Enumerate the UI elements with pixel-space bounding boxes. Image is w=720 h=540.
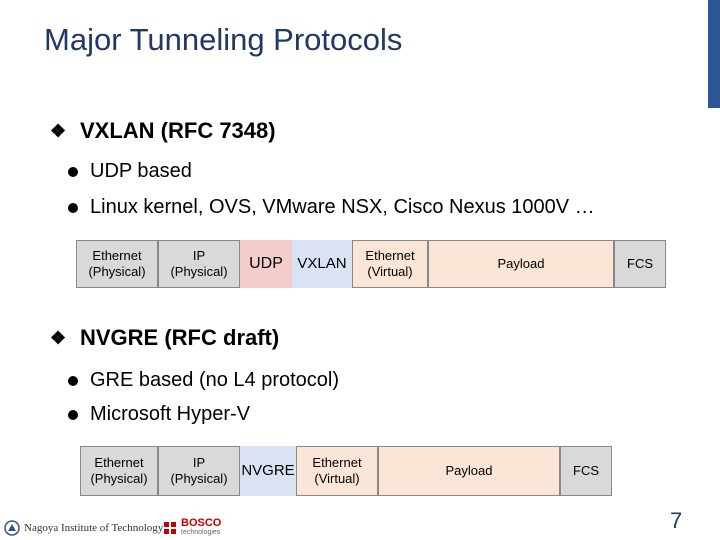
section-vxlan-heading: ❖ VXLAN (RFC 7348) [50,118,276,144]
field-sublabel: (Virtual) [367,264,413,279]
packet-field-udp: UDP [240,240,292,288]
packet-field-ip-physical: IP(Physical) [158,446,240,496]
bosco-logo: BOSCO technologies [162,518,221,538]
nagoya-institute-logo: Nagoya Institute of Technology [4,520,163,536]
bosco-logo-text: BOSCO [181,517,222,529]
packet-field-payload: Payload [428,240,614,288]
field-sublabel: (Physical) [90,471,148,486]
bullet-dot-icon [68,166,78,177]
diamond-bullet-icon: ❖ [50,120,67,141]
accent-bar [708,0,720,108]
slide-title: Major Tunneling Protocols [44,22,403,57]
packet-field-fcs: FCS [560,446,612,496]
packet-field-nvgre: NVGRE [240,446,296,496]
nit-emblem-icon [4,520,20,536]
field-sublabel: (Physical) [88,264,146,279]
packet-field-fcs: FCS [614,240,666,288]
packet-field-ethernet-physical: Ethernet(Physical) [80,446,158,496]
bullet-text: UDP based [90,160,192,182]
bullet-item: Linux kernel, OVS, VMware NSX, Cisco Nex… [68,196,595,219]
bullet-item: GRE based (no L4 protocol) [68,369,339,392]
packet-field-ip-physical: IP(Physical) [158,240,240,288]
bullet-text: Microsoft Hyper-V [90,403,251,425]
bullet-item: UDP based [68,160,192,183]
field-label: Ethernet [94,455,144,470]
packet-field-ethernet-virtual: Ethernet(Virtual) [296,446,378,496]
section-heading-text: VXLAN (RFC 7348) [80,118,276,143]
bullet-dot-icon [68,202,78,213]
bosco-logo-subtext: technologies [181,529,221,536]
field-sublabel: (Physical) [170,471,228,486]
field-label: IP [192,455,206,470]
bullet-dot-icon [68,409,78,420]
packet-field-payload: Payload [378,446,560,496]
section-heading-text: NVGRE (RFC draft) [80,325,280,350]
packet-field-ethernet-physical: Ethernet(Physical) [76,240,158,288]
bullet-dot-icon [68,375,78,386]
page-number: 7 [670,508,683,533]
field-label: Ethernet [92,248,142,263]
bullet-text: GRE based (no L4 protocol) [90,369,340,391]
field-sublabel: (Virtual) [314,471,360,486]
field-sublabel: (Physical) [170,264,228,279]
section-nvgre-heading: ❖ NVGRE (RFC draft) [50,325,279,351]
diamond-bullet-icon: ❖ [50,327,67,348]
field-label: IP [192,248,206,263]
bosco-emblem-icon [164,522,176,534]
packet-field-ethernet-virtual: Ethernet(Virtual) [352,240,428,288]
field-label: Ethernet [312,455,362,470]
packet-field-vxlan: VXLAN [292,240,352,288]
nit-logo-text: Nagoya Institute of Technology [24,522,164,534]
bullet-text: Linux kernel, OVS, VMware NSX, Cisco Nex… [90,196,595,218]
field-label: Ethernet [365,248,415,263]
bullet-item: Microsoft Hyper-V [68,403,250,426]
